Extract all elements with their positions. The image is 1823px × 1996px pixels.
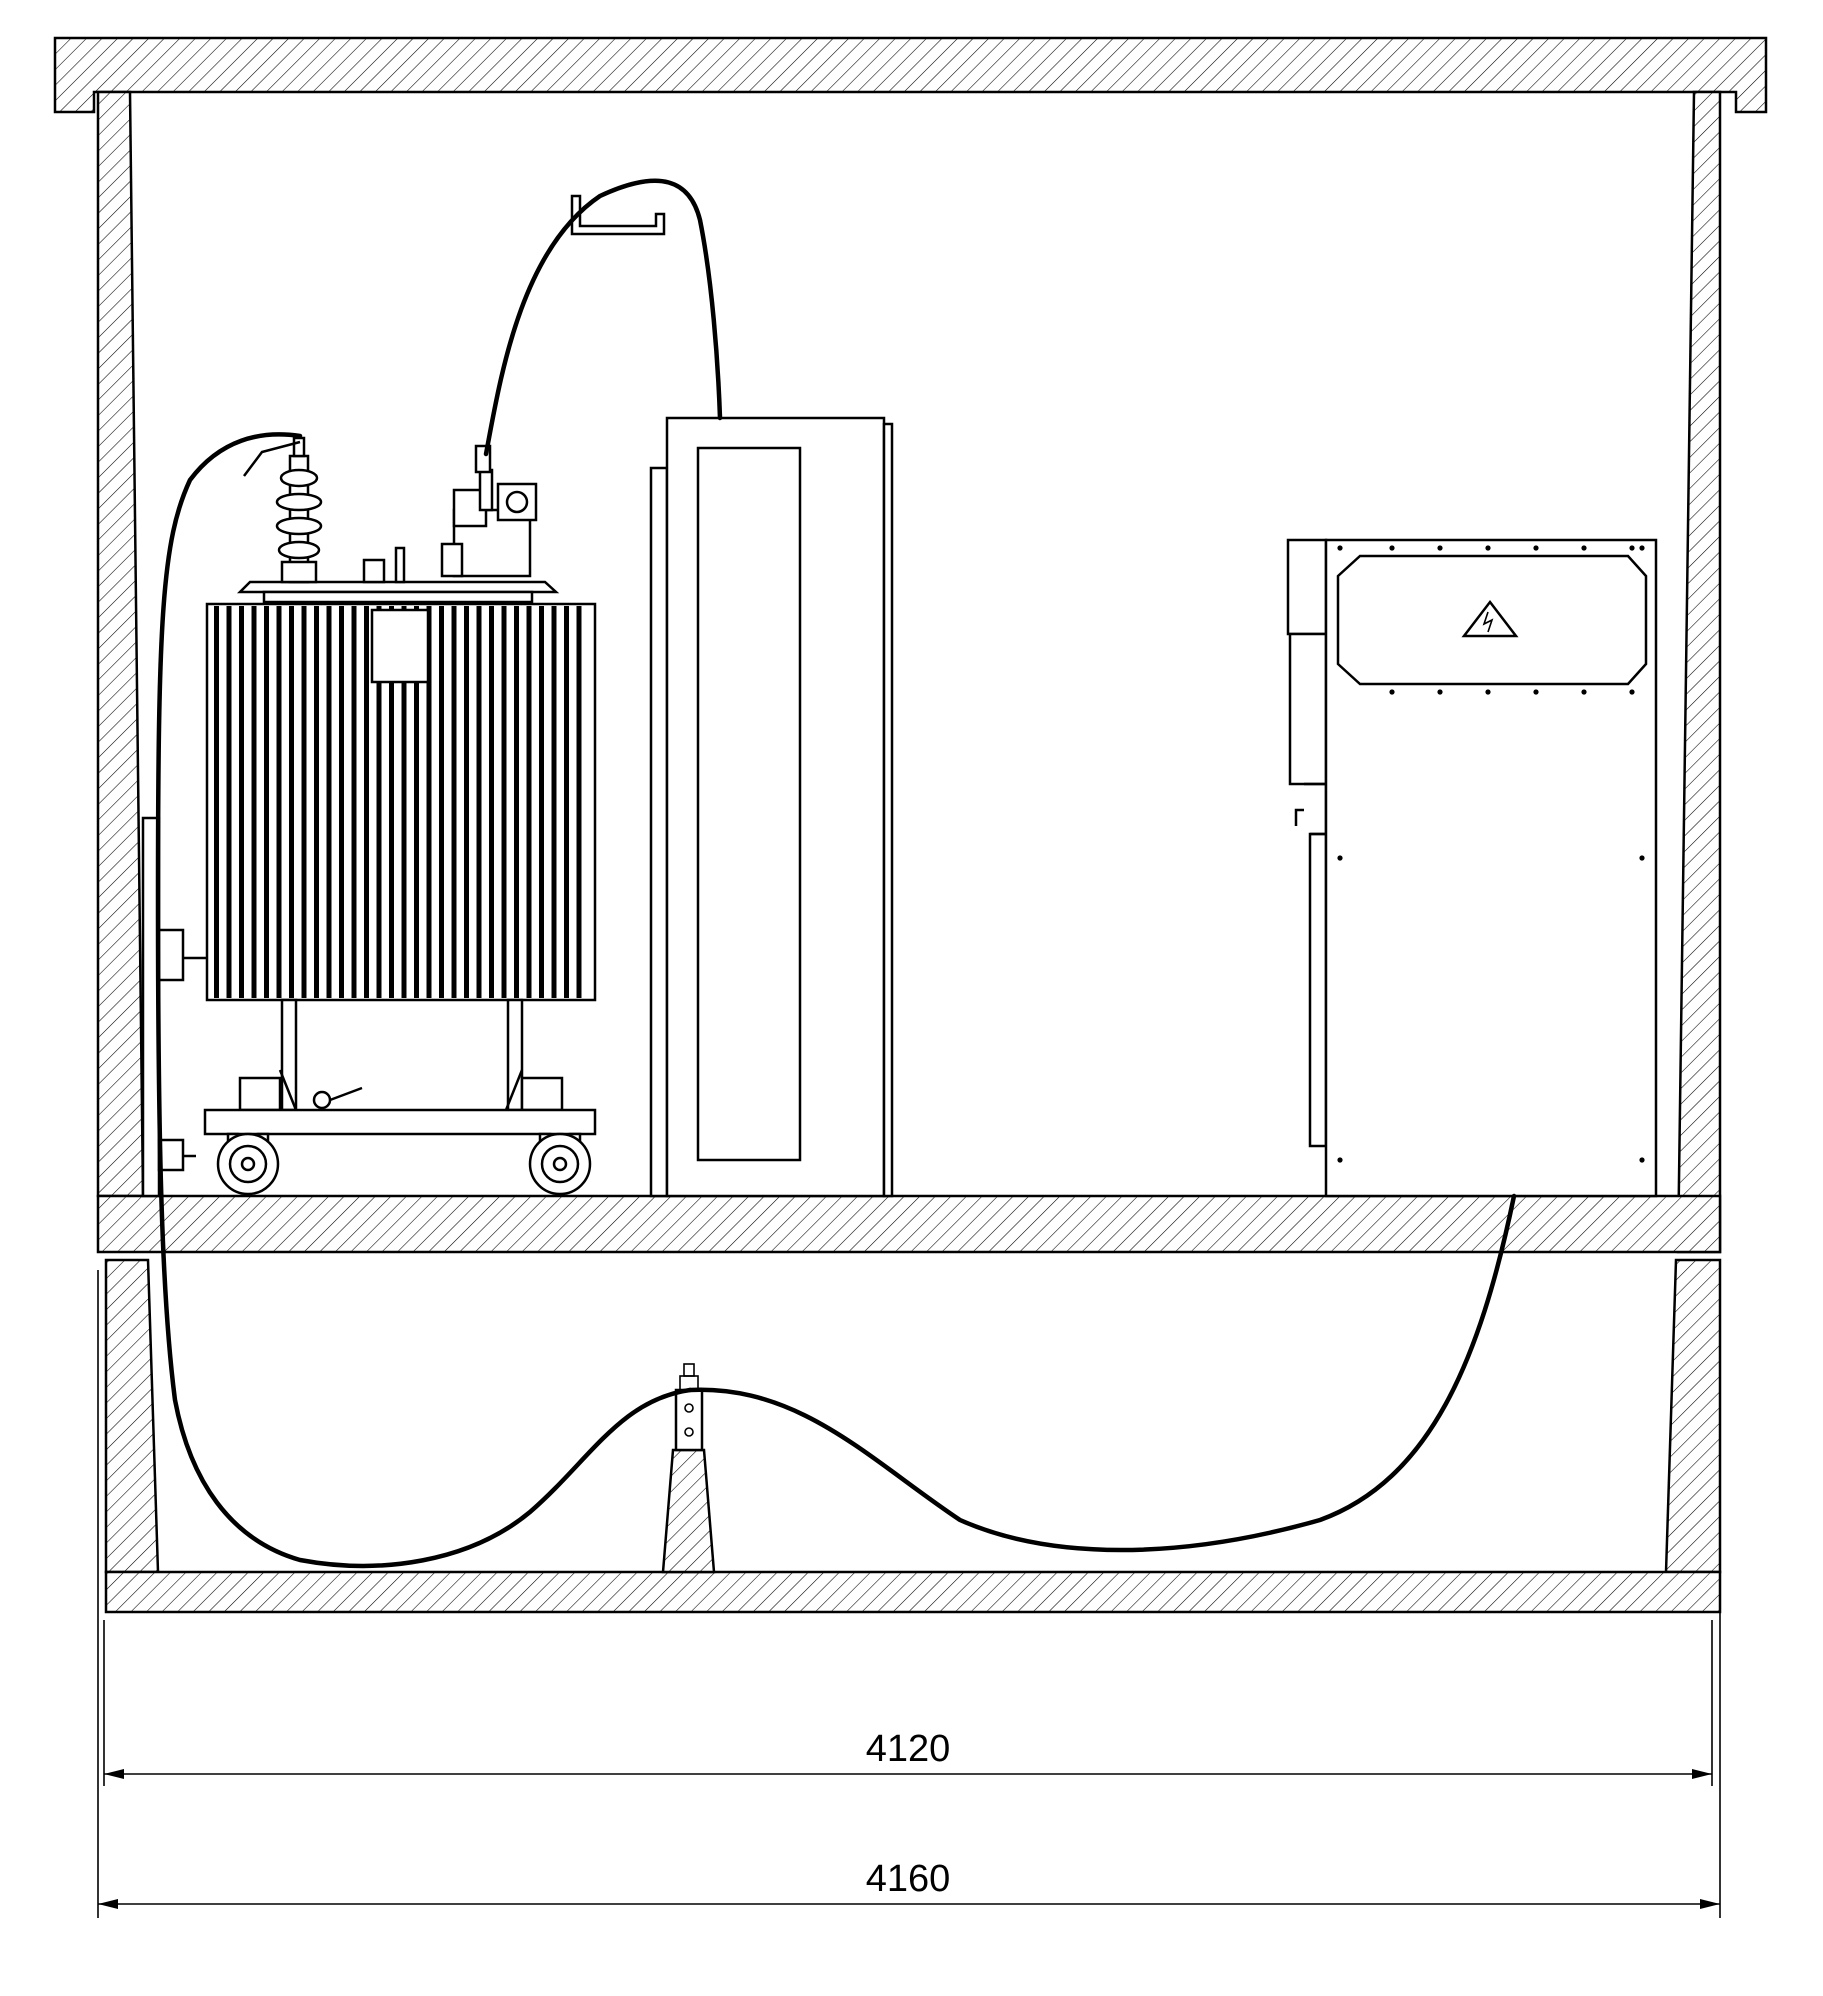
dimension-inner-label: 4120 — [866, 1728, 951, 1770]
dimension-outer-label: 4160 — [866, 1858, 951, 1900]
cooling-fin — [339, 606, 344, 998]
cooling-fin — [526, 606, 532, 998]
lv-switchboard-door-panel — [696, 446, 802, 1162]
transformer-cooling-fins — [214, 606, 582, 998]
trolley-wheel-left — [216, 1132, 280, 1196]
building-structure — [53, 36, 1768, 1254]
cooling-fin — [376, 606, 382, 998]
rivet — [1485, 545, 1491, 551]
dimension-lines: 4120 4160 — [97, 1270, 1721, 1918]
cooling-fin — [214, 606, 219, 998]
roof-slab — [53, 36, 1768, 114]
lv-terminal-assembly — [440, 444, 538, 578]
cooling-fin — [489, 606, 494, 998]
cooling-fin — [551, 606, 557, 998]
cooling-fin — [239, 606, 244, 998]
rivet — [1581, 689, 1587, 695]
cable-pit — [104, 1258, 1722, 1614]
transformer — [203, 436, 597, 1196]
earthing-bar — [141, 816, 207, 1198]
rivet — [1337, 855, 1343, 861]
cooling-fin — [564, 606, 569, 998]
dimension-inner: 4120 — [104, 1728, 1712, 1779]
rivet — [1337, 1157, 1343, 1163]
rivet — [1639, 545, 1645, 551]
cable-tray-bracket — [570, 194, 666, 236]
trolley-wheel-right — [528, 1132, 592, 1196]
rivet — [1639, 1157, 1645, 1163]
floor-slab — [96, 1194, 1722, 1254]
cable-to-tray — [483, 178, 723, 457]
left-wall — [96, 90, 145, 1198]
pit-bottom — [104, 1570, 1722, 1614]
dimension-outer: 4160 — [98, 1858, 1720, 1909]
cooling-fin — [414, 606, 419, 998]
hv-switchgear — [1286, 538, 1658, 1198]
rivet — [1389, 545, 1395, 551]
right-wall — [1676, 90, 1722, 1254]
cooling-fin — [514, 606, 519, 998]
rivet — [1437, 545, 1443, 551]
cooling-fin — [251, 606, 257, 998]
cooling-fin — [326, 606, 332, 998]
cooling-fin — [264, 606, 269, 998]
pit-right-wall — [1664, 1258, 1722, 1574]
cooling-fin — [401, 606, 407, 998]
cooling-fin — [226, 606, 232, 998]
cooling-fin — [476, 606, 482, 998]
cable-support-pillar — [661, 1448, 716, 1574]
cooling-fin — [351, 606, 357, 998]
rivet — [1485, 689, 1491, 695]
cooling-fin — [426, 606, 432, 998]
hv-cable — [155, 432, 693, 1569]
cooling-fin — [451, 606, 457, 998]
lv-switchboard — [649, 416, 894, 1198]
rivet — [1581, 545, 1587, 551]
cooling-fin — [301, 606, 307, 998]
cooling-fin — [576, 606, 582, 998]
rivet — [1337, 545, 1343, 551]
cooling-fin — [276, 606, 282, 998]
cooling-fin — [439, 606, 444, 998]
cooling-fin — [389, 606, 394, 998]
rivet — [1533, 545, 1539, 551]
rivet — [1533, 689, 1539, 695]
transformer-trolley — [203, 1108, 597, 1136]
rivet — [1437, 689, 1443, 695]
pit-left-wall — [104, 1258, 160, 1574]
high-voltage-warning-icon — [1461, 599, 1519, 638]
rivet — [1389, 689, 1395, 695]
cooling-fin — [539, 606, 544, 998]
cooling-fin — [501, 606, 507, 998]
cooling-fin — [289, 606, 294, 998]
rivet — [1629, 545, 1635, 551]
power-cables — [155, 178, 1517, 1569]
transformer-nameplate — [370, 608, 430, 684]
rivet — [1629, 689, 1635, 695]
cable-support-bracket — [674, 1388, 704, 1452]
cooling-fin — [314, 606, 319, 998]
cooling-fin — [364, 606, 369, 998]
hv-bushing — [243, 436, 323, 584]
hv-return-cable — [687, 1193, 1517, 1553]
transformer-cover — [236, 580, 560, 594]
rivet — [1639, 855, 1645, 861]
cooling-fin — [464, 606, 469, 998]
